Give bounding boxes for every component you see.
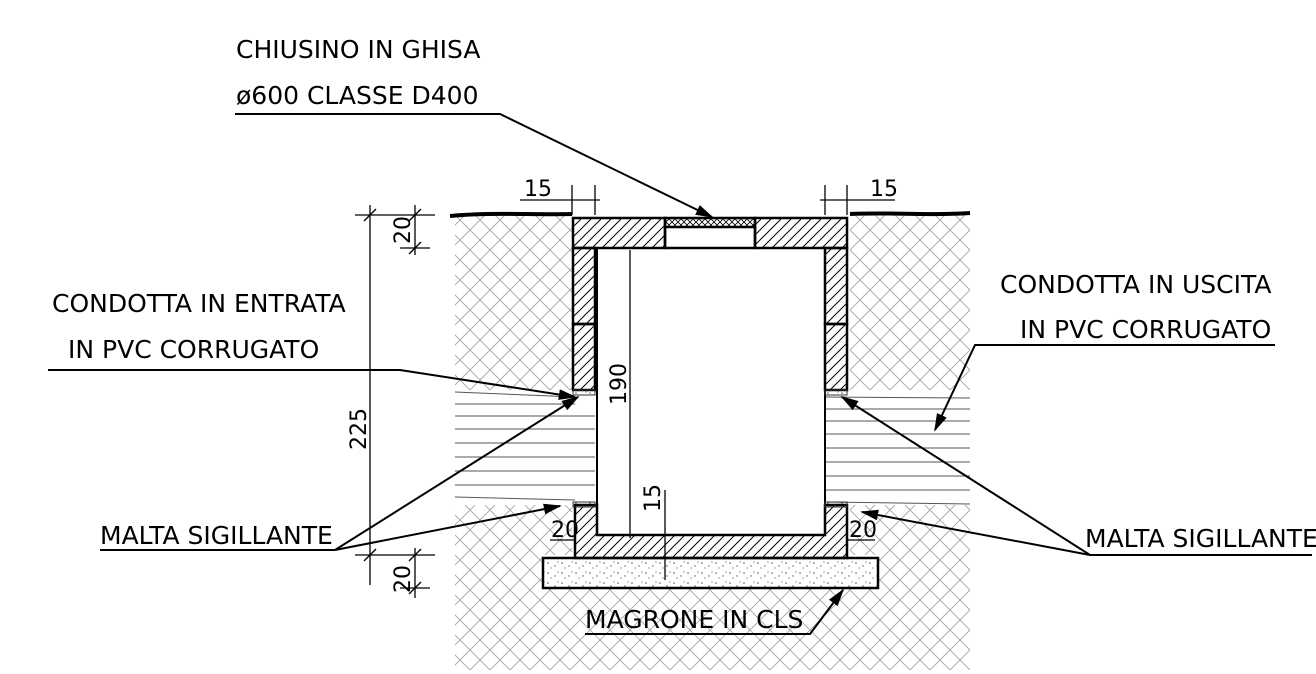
outlet-pipe [824,396,971,505]
label-chiusino-line1: CHIUSINO IN GHISA [236,35,481,64]
dim-top-left-offset: 15 [524,177,552,202]
cast-iron-cover [663,216,757,229]
dim-wall-right: 20 [849,518,877,543]
label-malta-left: MALTA SIGILLANTE [100,521,333,550]
manhole-structure [541,216,880,590]
lean-concrete-base [541,556,880,590]
label-magrone: MAGRONE IN CLS [585,605,803,634]
label-entrata-line1: CONDOTTA IN ENTRATA [52,289,346,318]
dim-bottom-slab: 15 [641,484,666,512]
dim-base-thickness: 20 [391,565,416,593]
sealing-mortar [572,389,848,508]
ground-surface-line [449,211,971,218]
label-uscita-line1: CONDOTTA IN USCITA [1000,270,1271,299]
dim-top-right-offset: 15 [870,177,898,202]
label-malta-right: MALTA SIGILLANTE [1085,524,1316,553]
leader-lines [48,113,1312,635]
soil-fill [455,215,970,670]
dim-wall-left: 20 [551,518,579,543]
label-chiusino-line2: ø600 CLASSE D400 [236,81,478,110]
inlet-pipe [454,391,595,501]
dim-total-height: 225 [347,408,372,450]
dimension-lines [355,185,895,598]
dim-inner-height: 190 [607,363,632,405]
dim-top-slab: 20 [391,216,416,244]
label-uscita-line2: IN PVC CORRUGATO [1020,315,1271,344]
label-entrata-line2: IN PVC CORRUGATO [68,335,319,364]
